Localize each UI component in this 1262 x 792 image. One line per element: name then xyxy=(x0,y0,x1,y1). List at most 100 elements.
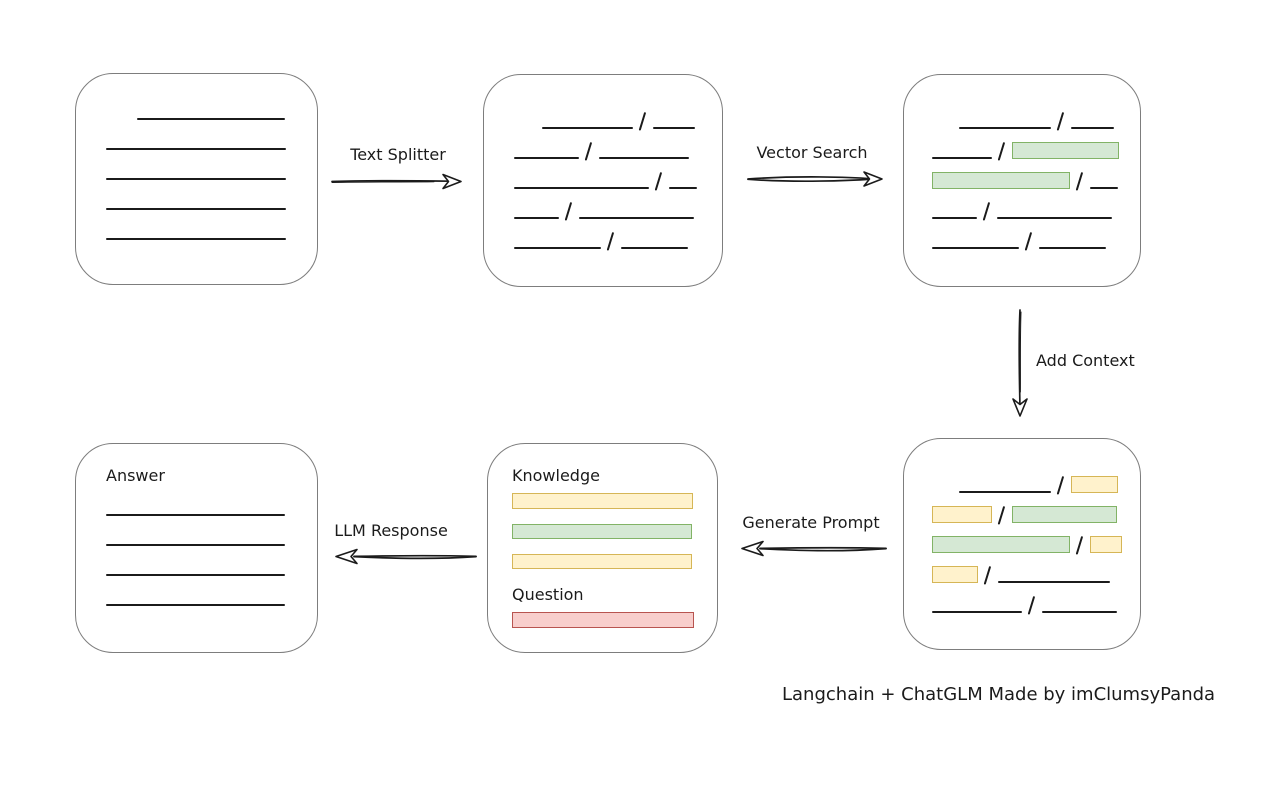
prompt-box: Knowledge Question xyxy=(487,443,718,653)
text-splitter-arrow xyxy=(331,173,462,190)
chunk-row xyxy=(106,210,317,240)
answer-box: Answer xyxy=(75,443,318,653)
add-context-arrow xyxy=(1012,309,1028,417)
chunk-separator xyxy=(638,112,647,131)
text-line xyxy=(1039,247,1107,249)
text-line xyxy=(998,581,1111,583)
chunk-row xyxy=(932,553,1140,585)
text-splitter-label: Text Splitter xyxy=(350,145,446,164)
yellow-chunk xyxy=(1090,536,1123,553)
answer-lines xyxy=(106,514,317,606)
chunk-separator xyxy=(1056,476,1065,495)
text-line xyxy=(932,157,992,159)
chunk-row xyxy=(106,150,317,180)
chunk-separator xyxy=(1075,172,1084,191)
chunk-separator xyxy=(584,142,593,161)
chunk-row xyxy=(106,180,317,210)
text-line xyxy=(106,148,286,150)
chunk-row xyxy=(932,159,1140,191)
text-line xyxy=(137,118,285,120)
chunk-row xyxy=(932,493,1140,525)
green-chunk xyxy=(1012,142,1120,159)
vector-search-label: Vector Search xyxy=(756,143,868,162)
text-line xyxy=(514,217,559,219)
chunk-separator xyxy=(1024,232,1033,251)
vector-result-rows xyxy=(904,75,1140,251)
chunk-row xyxy=(514,159,722,191)
chunk-row xyxy=(514,189,722,221)
yellow-chunk xyxy=(932,506,992,523)
answer-label: Answer xyxy=(106,466,165,485)
green-chunk xyxy=(932,536,1070,553)
chunk-row xyxy=(932,219,1140,251)
chunk-row xyxy=(514,129,722,161)
text-line xyxy=(653,127,696,129)
chunk-row xyxy=(932,129,1140,161)
text-line xyxy=(106,238,286,240)
text-line xyxy=(621,247,689,249)
yellow-bar xyxy=(512,554,692,569)
question-label: Question xyxy=(512,585,584,604)
chunk-row xyxy=(932,463,1140,495)
text-line xyxy=(1071,127,1115,129)
chunk-separator xyxy=(1027,596,1036,615)
chunk-row xyxy=(932,99,1140,131)
vector-search-result-box xyxy=(903,74,1141,287)
green-chunk xyxy=(932,172,1070,189)
text-line xyxy=(1090,187,1119,189)
prompt-content: Knowledge Question xyxy=(488,444,717,628)
green-chunk xyxy=(1012,506,1118,523)
source-document-box xyxy=(75,73,318,285)
text-line xyxy=(514,247,601,249)
add-context-label: Add Context xyxy=(1036,351,1135,370)
chunk-row xyxy=(514,219,722,251)
text-line xyxy=(669,187,698,189)
text-line xyxy=(106,208,286,210)
yellow-chunk xyxy=(1071,476,1119,493)
chunk-row xyxy=(932,189,1140,221)
yellow-chunk xyxy=(932,566,978,583)
chunk-row xyxy=(514,99,722,131)
text-line xyxy=(514,187,649,189)
chunk-separator xyxy=(1056,112,1065,131)
knowledge-bars xyxy=(512,493,717,569)
chunk-row xyxy=(932,523,1140,555)
split-text-box xyxy=(483,74,723,287)
green-bar xyxy=(512,524,692,539)
text-line xyxy=(106,604,285,606)
text-line xyxy=(542,127,633,129)
generate-prompt-label: Generate Prompt xyxy=(742,513,880,532)
text-line xyxy=(932,247,1019,249)
answer-content: Answer xyxy=(76,444,317,606)
text-line xyxy=(1042,611,1118,613)
chunk-separator xyxy=(982,202,991,221)
chunk-row xyxy=(106,90,317,120)
knowledge-label: Knowledge xyxy=(512,466,600,485)
text-line xyxy=(932,217,977,219)
question-bars xyxy=(512,612,717,628)
llm-response-arrow xyxy=(335,548,477,565)
chunk-separator xyxy=(654,172,663,191)
yellow-bar xyxy=(512,493,693,509)
text-line xyxy=(599,157,690,159)
chunk-row xyxy=(932,583,1140,615)
vector-search-arrow xyxy=(747,171,883,187)
chunk-separator xyxy=(606,232,615,251)
llm-response-label: LLM Response xyxy=(334,521,448,540)
generate-prompt-arrow xyxy=(741,540,887,557)
chunk-separator xyxy=(564,202,573,221)
text-line xyxy=(997,217,1113,219)
document-lines xyxy=(76,74,317,240)
chunk-separator xyxy=(997,506,1006,525)
chunk-separator xyxy=(983,566,992,585)
text-line xyxy=(579,217,695,219)
chunk-separator xyxy=(1075,536,1084,555)
diagram-caption: Langchain + ChatGLM Made by imClumsyPand… xyxy=(782,684,1216,705)
context-result-box xyxy=(903,438,1141,650)
text-line xyxy=(106,178,286,180)
chunk-row xyxy=(106,120,317,150)
split-text-rows xyxy=(484,75,722,251)
text-line xyxy=(959,491,1051,493)
text-line xyxy=(106,544,285,546)
